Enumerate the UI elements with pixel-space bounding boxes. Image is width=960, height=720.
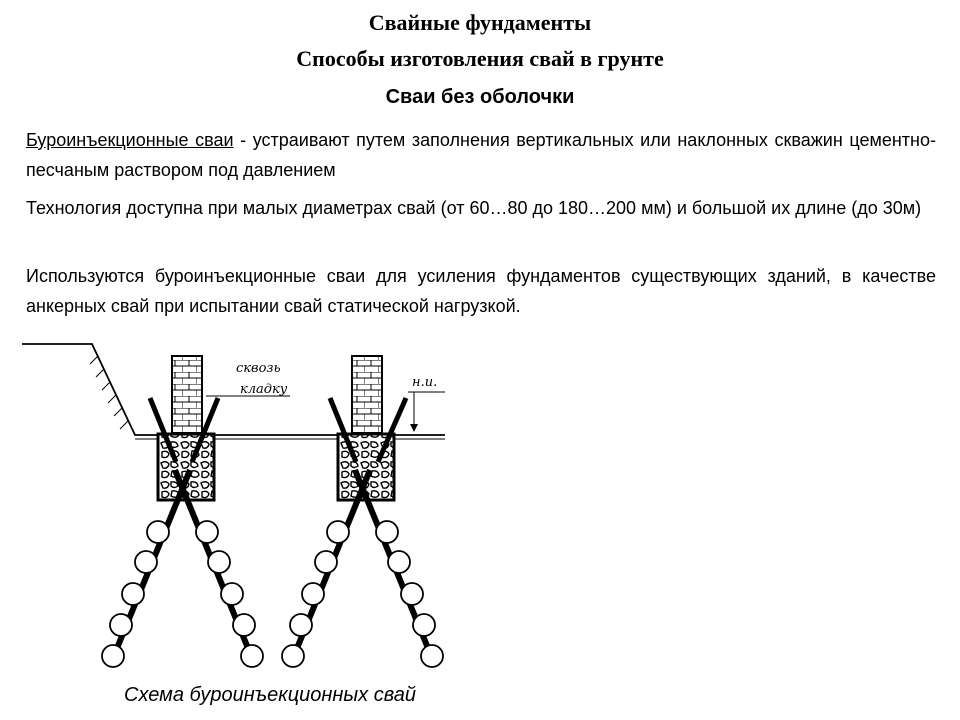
piles xyxy=(101,396,444,668)
definition-text: - устраивают путем заполнения вертикальн… xyxy=(26,130,936,180)
level-arrow-head xyxy=(410,424,418,432)
ground-line xyxy=(22,343,445,436)
pile-right-b xyxy=(352,468,444,668)
label-level: н.и. xyxy=(412,375,437,390)
paragraph-definition: Буроинъекционные сваи - устраивают путем… xyxy=(26,125,936,185)
label-through: сквозь xyxy=(236,361,281,376)
paragraph-technology: Технология доступна при малых диаметрах … xyxy=(26,198,922,218)
paragraph-usage: Используются буроинъекционные сваи для у… xyxy=(26,266,936,316)
brick-wall-left xyxy=(171,355,203,435)
section-heading: Сваи без оболочки xyxy=(385,86,575,108)
slope-hatching xyxy=(89,355,129,430)
pile-right-b-top xyxy=(375,396,409,464)
pile-left-b-top xyxy=(189,397,221,463)
label-masonry: кладку xyxy=(240,382,288,397)
pile-left-b xyxy=(172,468,264,668)
page-title: Свайные фундаменты xyxy=(368,10,592,35)
pile-right-a-top xyxy=(327,397,359,463)
pile-left-a-top xyxy=(147,397,179,463)
term-bored-injection-piles: Буроинъекционные сваи xyxy=(26,130,234,150)
brick-wall-right xyxy=(351,355,383,435)
pile-right-a xyxy=(281,468,373,668)
pile-left-a xyxy=(101,468,193,668)
page-subtitle: Способы изготовления свай в грунте xyxy=(296,46,664,71)
figure-caption: Схема буроинъекционных свай xyxy=(124,684,416,706)
